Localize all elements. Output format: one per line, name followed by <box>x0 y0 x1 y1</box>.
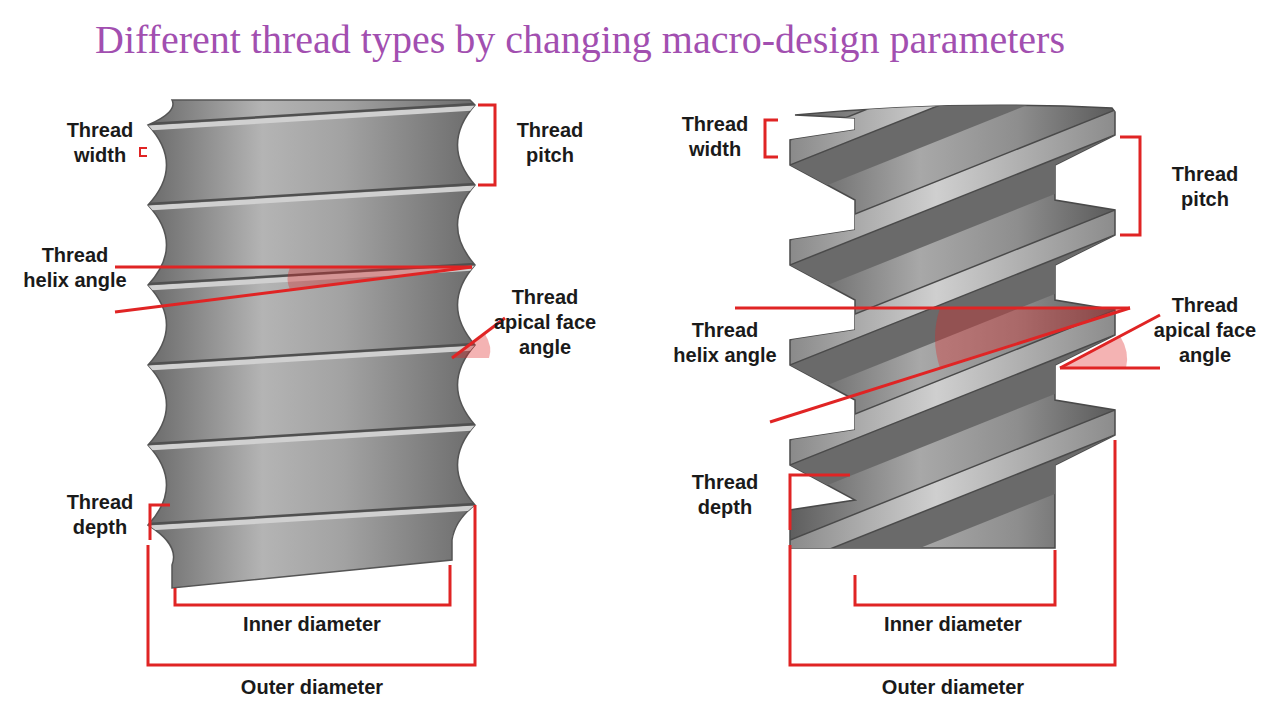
part-label: Thread width <box>45 118 155 168</box>
width-bracket <box>140 148 147 156</box>
thread-lines <box>148 104 475 528</box>
thread-edge <box>148 504 475 524</box>
thread-shadow <box>148 428 475 448</box>
thread-edge <box>148 424 475 444</box>
diagram-title: Different thread types by changing macro… <box>95 18 1065 62</box>
outer-diameter-bracket <box>148 505 475 665</box>
left-annotations <box>115 105 505 665</box>
apical-line <box>1060 315 1160 368</box>
depth-bracket <box>790 475 850 530</box>
apical-line <box>1060 367 1160 370</box>
dimension-label: Inner diameter <box>212 612 412 637</box>
thread-bands <box>790 10 1115 600</box>
screw-body <box>148 100 475 588</box>
thread-edge <box>148 184 475 204</box>
outer-diameter-bracket <box>790 440 1115 665</box>
helix-line <box>735 307 1130 310</box>
dimension-label: Outer diameter <box>853 675 1053 700</box>
part-label: Thread pitch <box>495 118 605 168</box>
inner-diameter-bracket <box>855 550 1055 605</box>
dimension-label: Outer diameter <box>212 675 412 700</box>
thread-shadow <box>148 188 475 208</box>
part-label: Thread width <box>660 112 770 162</box>
thread-shadow <box>148 508 475 528</box>
angle-label: Thread apical face angle <box>1150 293 1260 368</box>
thread-shadow <box>148 348 475 368</box>
thread-shadow <box>148 108 475 128</box>
pitch-bracket <box>478 105 495 185</box>
part-label: Thread depth <box>670 470 780 520</box>
inner-diameter-bracket <box>175 565 450 605</box>
pitch-bracket <box>1120 137 1140 235</box>
part-label: Thread depth <box>45 490 155 540</box>
left-screw <box>148 100 475 588</box>
part-label: Thread pitch <box>1150 162 1260 212</box>
angle-label: Thread apical face angle <box>490 285 600 360</box>
helix-line <box>115 266 472 269</box>
right-screw <box>790 10 1115 600</box>
right-annotations <box>735 120 1160 665</box>
width-bracket <box>765 120 778 157</box>
helix-line <box>115 267 472 312</box>
angle-label: Thread helix angle <box>20 243 130 293</box>
thread-flank <box>790 435 1115 600</box>
thread-crest <box>790 410 1115 565</box>
thread-edge <box>148 344 475 364</box>
depth-bracket <box>150 505 170 540</box>
thread-edge <box>148 104 475 124</box>
angle-label: Thread helix angle <box>670 318 780 368</box>
dimension-label: Inner diameter <box>853 612 1053 637</box>
helix-line <box>770 308 1130 422</box>
